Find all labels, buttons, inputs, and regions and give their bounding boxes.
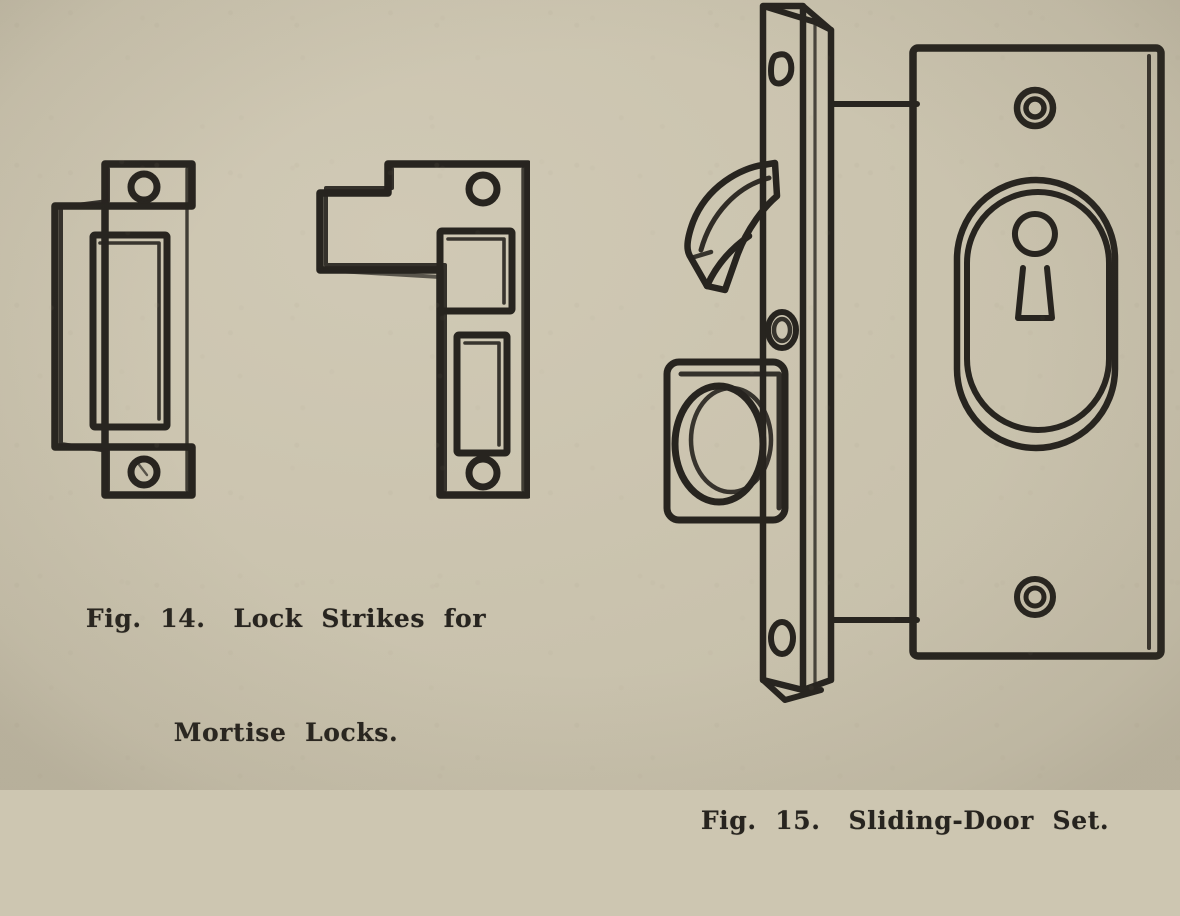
keyhole-bow xyxy=(1012,211,1058,257)
figure-14-caption: Fig. 14. Lock Strikes for Mortise Locks. xyxy=(26,524,546,828)
escutcheon-plate xyxy=(909,44,1165,660)
screw-hole-top-inner xyxy=(129,172,159,202)
figure-15-caption-line-1: Fig. 15. Sliding-Door Set. xyxy=(700,806,1110,835)
hook-bolt-outer-curve xyxy=(684,161,767,290)
deadbolt-cutout-depth xyxy=(463,341,501,447)
rabbeted-mortise-strike xyxy=(316,160,530,499)
figure-15-illustration xyxy=(645,0,1180,712)
latch-cutout xyxy=(436,227,516,315)
strike-plate-outline xyxy=(51,160,196,499)
figure-14-caption-line-2: Mortise Locks. xyxy=(173,718,399,747)
escutcheon-screw-hole-top-inner xyxy=(1023,96,1047,120)
pull-cup-inner-rim xyxy=(678,371,782,511)
escutcheon-recess-inner xyxy=(964,189,1112,433)
escutcheon-recess-outer xyxy=(953,176,1119,452)
faceplate-screw-hole-middle-inner xyxy=(771,316,793,344)
pull-cup-recess-outer xyxy=(671,382,767,506)
figure-15-caption: Fig. 15. Sliding-Door Set. xyxy=(640,726,1170,916)
hook-bolt-tip-facet xyxy=(688,249,714,261)
faceplate-screw-hole-middle xyxy=(765,309,799,351)
rabbeted-lip-under-edge xyxy=(318,268,442,279)
keyhole-shaft xyxy=(1015,265,1055,321)
plain-mortise-strike xyxy=(51,160,196,499)
connector-lines xyxy=(830,101,920,623)
lock-case-faceplate xyxy=(759,2,835,703)
screw-hole-top xyxy=(465,171,501,207)
screw-slot-bottom xyxy=(135,460,149,477)
figure-14-caption-line-1: Fig. 14. Lock Strikes for xyxy=(85,604,487,633)
flush-pull-cup xyxy=(663,358,789,524)
hook-bolt-inner-curve xyxy=(703,159,781,294)
strike-plate-thickness-line xyxy=(59,167,110,492)
screw-hole-bottom xyxy=(127,455,161,489)
escutcheon-screw-hole-bottom xyxy=(1014,576,1056,618)
hook-bolt xyxy=(684,159,781,294)
faceplate-top-bevel xyxy=(760,3,834,33)
faceplate-screw-hole-top xyxy=(768,51,795,87)
rabbeted-plate-outline xyxy=(316,160,530,499)
escutcheon-outline xyxy=(909,44,1165,660)
hook-bolt-rib xyxy=(698,175,772,253)
escutcheon-screw-hole-bottom-inner xyxy=(1023,585,1047,609)
bolt-cutout xyxy=(89,231,171,431)
faceplate-bottom-bevel xyxy=(760,677,824,703)
pull-cup-outer xyxy=(663,358,789,524)
latch-cutout-depth xyxy=(446,237,506,305)
screw-hole-bottom xyxy=(465,455,501,491)
scanned-page: Fig. 14. Lock Strikes for Mortise Locks. xyxy=(0,0,1180,835)
deadbolt-cutout xyxy=(453,331,511,457)
escutcheon-screw-hole-top xyxy=(1013,86,1057,130)
faceplate-screw-hole-bottom xyxy=(768,619,796,657)
faceplate-far-edge xyxy=(799,26,835,694)
figure-14-illustration xyxy=(30,145,530,515)
rabbeted-lip-thickness xyxy=(324,167,447,492)
lock-strikes-drawing xyxy=(51,160,530,499)
sliding-door-set-drawing xyxy=(663,2,1165,703)
bolt-cutout-depth xyxy=(98,241,161,421)
pull-cup-recess-inner xyxy=(688,385,774,495)
